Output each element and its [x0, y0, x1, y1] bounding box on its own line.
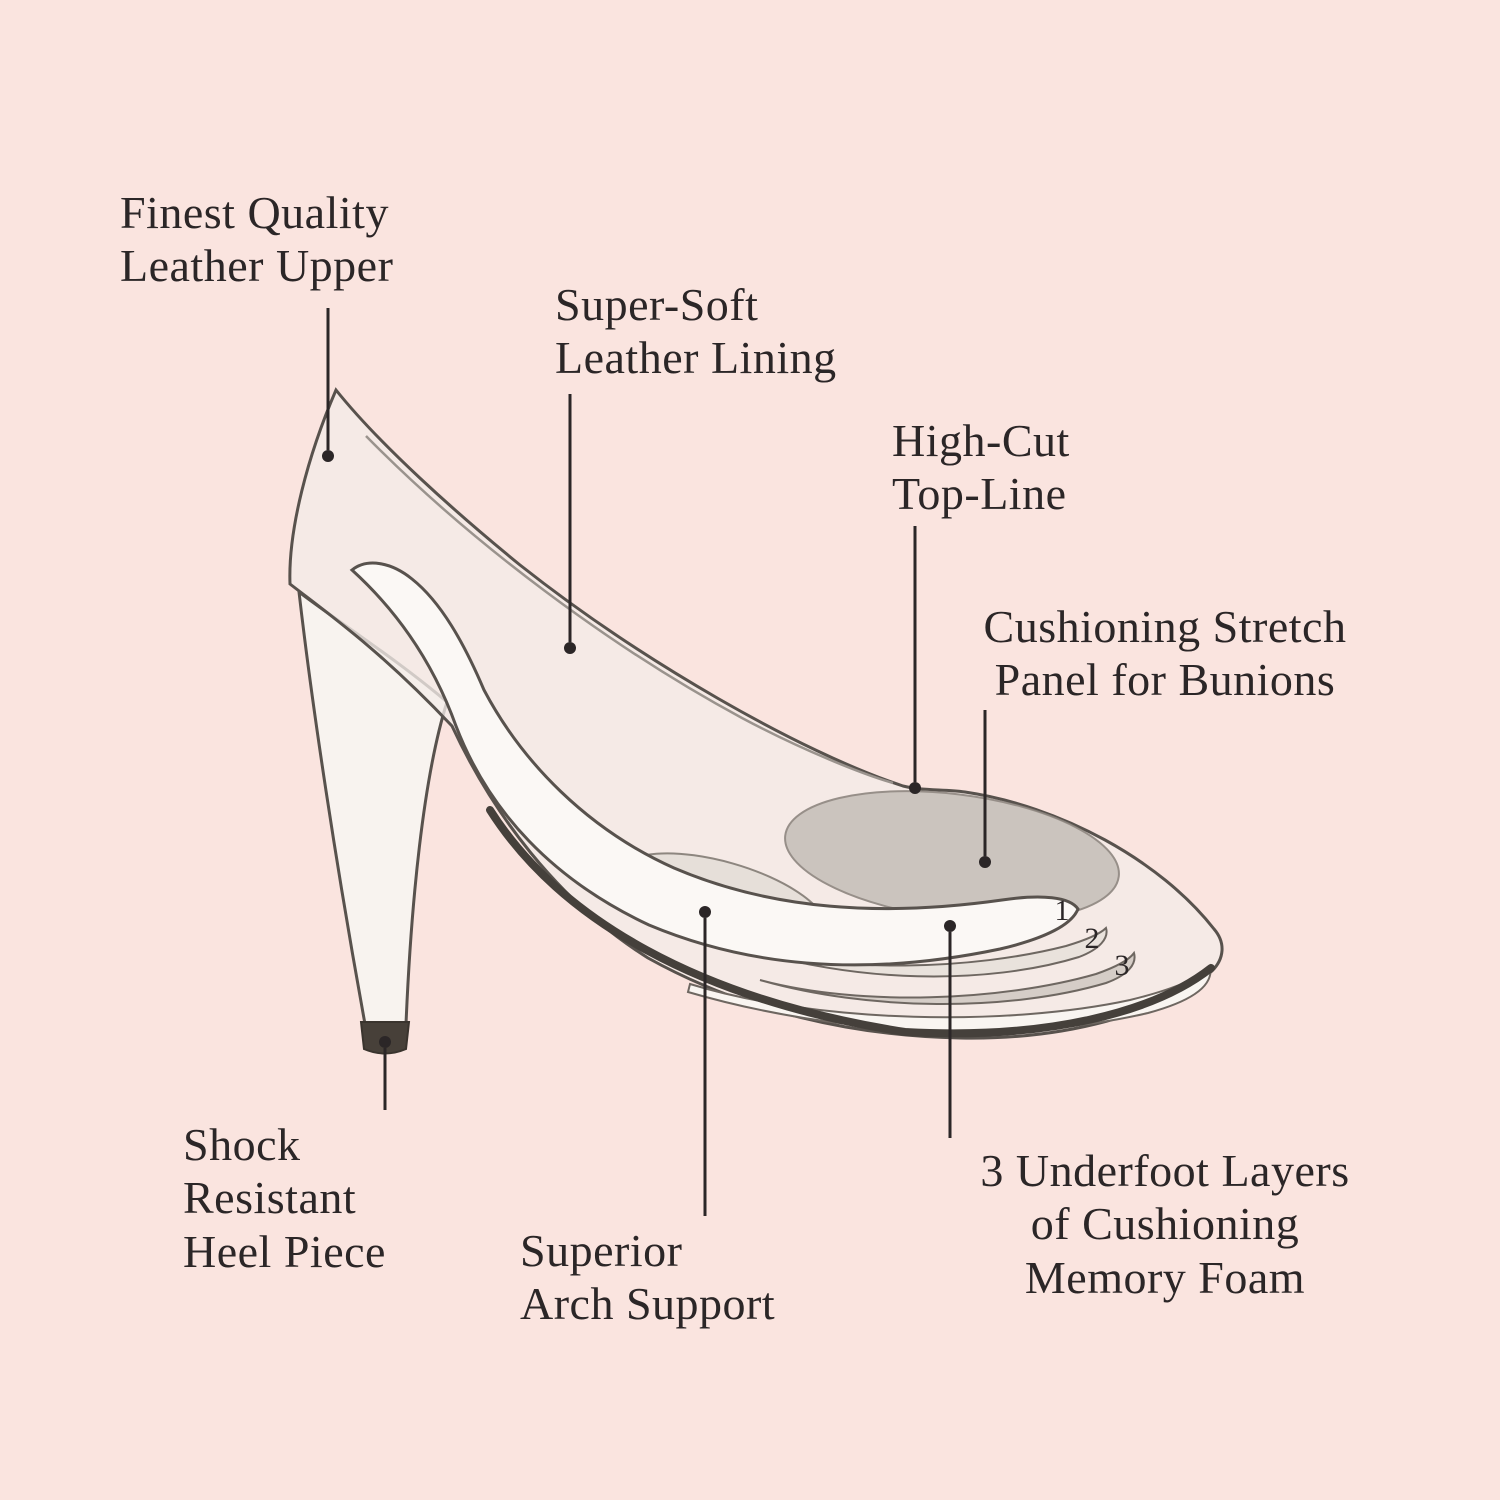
cushion-layer-3 [759, 950, 1136, 1006]
callout-dot-underfoot [944, 920, 956, 932]
label-high-cut-top-line: High-Cut Top-Line [892, 415, 1070, 520]
layer-number-1: 1 [1055, 894, 1070, 927]
callout-dot-heel-piece [379, 1036, 391, 1048]
callout-dot-leather-upper [322, 450, 334, 462]
outsole-edge [486, 806, 1215, 1038]
layer-number-2: 2 [1085, 922, 1100, 955]
label-superior-arch-support: Superior Arch Support [520, 1225, 776, 1330]
label-finest-quality-leather-upper: Finest Quality Leather Upper [120, 187, 394, 292]
layer-number-3: 3 [1115, 949, 1130, 982]
callout-dot-top-line [909, 782, 921, 794]
label-super-soft-leather-lining: Super-Soft Leather Lining [555, 279, 837, 384]
label-shock-resistant-heel-piece: Shock Resistant Heel Piece [183, 1119, 386, 1277]
insole [349, 561, 1080, 967]
callout-dot-arch-support [699, 906, 711, 918]
callout-dot-leather-lining [564, 642, 576, 654]
label-cushioning-stretch-panel: Cushioning Stretch Panel for Bunions [983, 601, 1347, 706]
callout-dot-stretch-panel [979, 856, 991, 868]
label-underfoot-layers: 3 Underfoot Layers of Cushioning Memory … [980, 1145, 1350, 1303]
lining-edge [365, 435, 894, 785]
